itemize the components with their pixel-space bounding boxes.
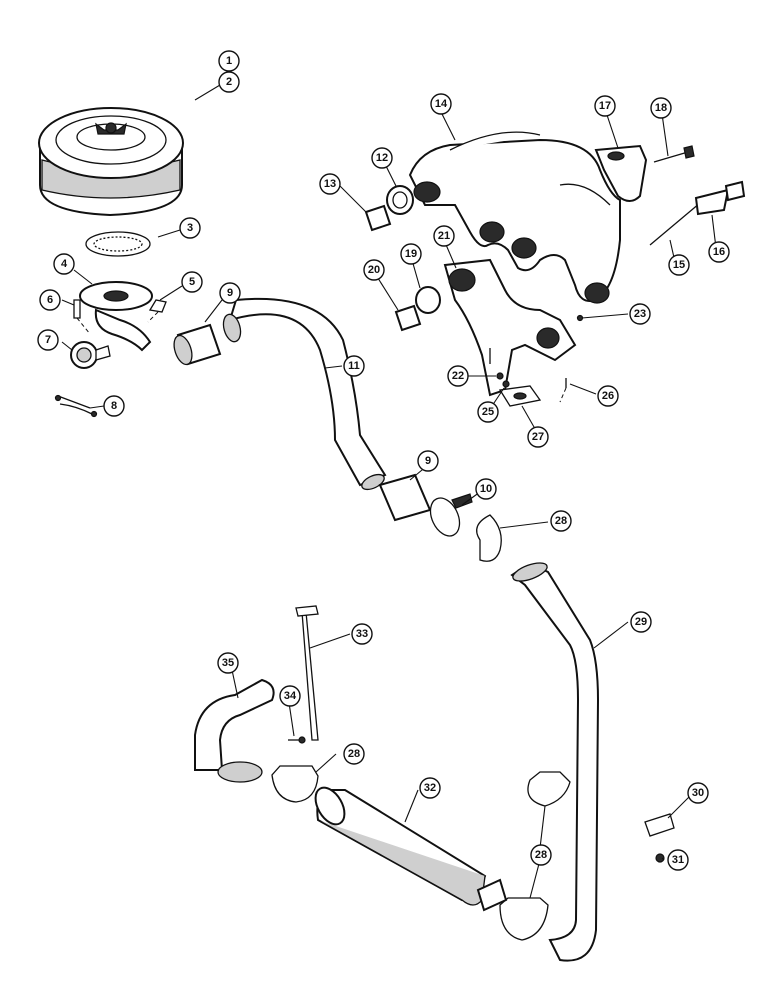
svg-text:9: 9	[227, 287, 233, 299]
callout-11: 11	[343, 355, 365, 377]
callout-28-lower: 28	[530, 844, 552, 866]
air-cleaner-assembly	[38, 107, 184, 418]
svg-text:16: 16	[713, 246, 725, 258]
svg-text:7: 7	[45, 334, 51, 346]
callout-16: 16	[708, 241, 730, 263]
svg-text:15: 15	[673, 259, 685, 271]
callout-22: 22	[447, 365, 469, 387]
svg-text:19: 19	[405, 248, 417, 260]
exhaust-pipe	[510, 562, 600, 962]
callout-2: 2	[218, 71, 240, 93]
callout-19: 19	[400, 243, 422, 265]
muffler	[314, 786, 508, 912]
svg-text:26: 26	[602, 390, 614, 402]
callout-4: 4	[53, 253, 75, 275]
svg-text:14: 14	[435, 98, 448, 110]
callout-21: 21	[433, 225, 455, 247]
svg-text:17: 17	[599, 100, 611, 112]
misc-hardware	[644, 813, 675, 863]
callout-9-lower: 9	[417, 450, 439, 472]
callout-23: 23	[629, 303, 651, 325]
svg-text:8: 8	[111, 400, 117, 412]
callout-5: 5	[181, 271, 203, 293]
tail-pipe-assembly	[194, 605, 319, 783]
svg-text:12: 12	[376, 152, 388, 164]
intake-manifold	[394, 258, 584, 407]
callout-6: 6	[39, 289, 61, 311]
callout-7: 7	[37, 329, 59, 351]
callout-17: 17	[594, 95, 616, 117]
callout-32: 32	[419, 777, 441, 799]
callout-29: 29	[630, 611, 652, 633]
clamps	[271, 514, 571, 941]
callout-20: 20	[363, 259, 385, 281]
svg-text:10: 10	[480, 483, 492, 495]
svg-text:28: 28	[348, 748, 360, 760]
callout-14: 14	[430, 93, 452, 115]
svg-text:5: 5	[189, 276, 195, 288]
svg-text:13: 13	[324, 178, 336, 190]
callout-9-upper: 9	[219, 282, 241, 304]
callout-27: 27	[527, 426, 549, 448]
callout-13: 13	[319, 173, 341, 195]
intake-hose-assembly	[173, 297, 473, 537]
callout-3: 3	[179, 217, 201, 239]
svg-text:6: 6	[47, 294, 53, 306]
svg-text:27: 27	[532, 431, 544, 443]
callout-25: 25	[477, 401, 499, 423]
callout-35: 35	[217, 652, 239, 674]
callout-34: 34	[279, 685, 301, 707]
callout-15: 15	[668, 254, 690, 276]
callout-33: 33	[351, 623, 373, 645]
svg-text:23: 23	[634, 308, 646, 320]
svg-text:29: 29	[635, 616, 647, 628]
svg-text:21: 21	[438, 230, 450, 242]
svg-text:3: 3	[187, 222, 193, 234]
callout-1: 1	[218, 50, 240, 72]
svg-text:35: 35	[222, 657, 234, 669]
svg-text:18: 18	[655, 102, 667, 114]
svg-text:11: 11	[348, 360, 360, 372]
callout-28-upper: 28	[550, 510, 572, 532]
callout-28-left: 28	[343, 743, 365, 765]
svg-text:30: 30	[692, 787, 704, 799]
svg-text:28: 28	[535, 849, 547, 861]
svg-text:34: 34	[284, 690, 297, 702]
svg-text:2: 2	[226, 76, 232, 88]
svg-text:20: 20	[368, 264, 380, 276]
callout-31: 31	[667, 849, 689, 871]
callout-26: 26	[597, 385, 619, 407]
svg-text:28: 28	[555, 515, 567, 527]
svg-text:31: 31	[672, 854, 684, 866]
callout-10: 10	[475, 478, 497, 500]
svg-text:32: 32	[424, 782, 436, 794]
exhaust-manifold	[364, 131, 746, 304]
svg-text:9: 9	[425, 455, 431, 467]
callout-30: 30	[687, 782, 709, 804]
svg-text:33: 33	[356, 628, 368, 640]
svg-text:22: 22	[452, 370, 464, 382]
svg-text:25: 25	[482, 406, 494, 418]
svg-text:4: 4	[61, 258, 68, 270]
callout-18: 18	[650, 97, 672, 119]
svg-text:1: 1	[226, 55, 232, 67]
callout-8: 8	[103, 395, 125, 417]
callout-12: 12	[371, 147, 393, 169]
